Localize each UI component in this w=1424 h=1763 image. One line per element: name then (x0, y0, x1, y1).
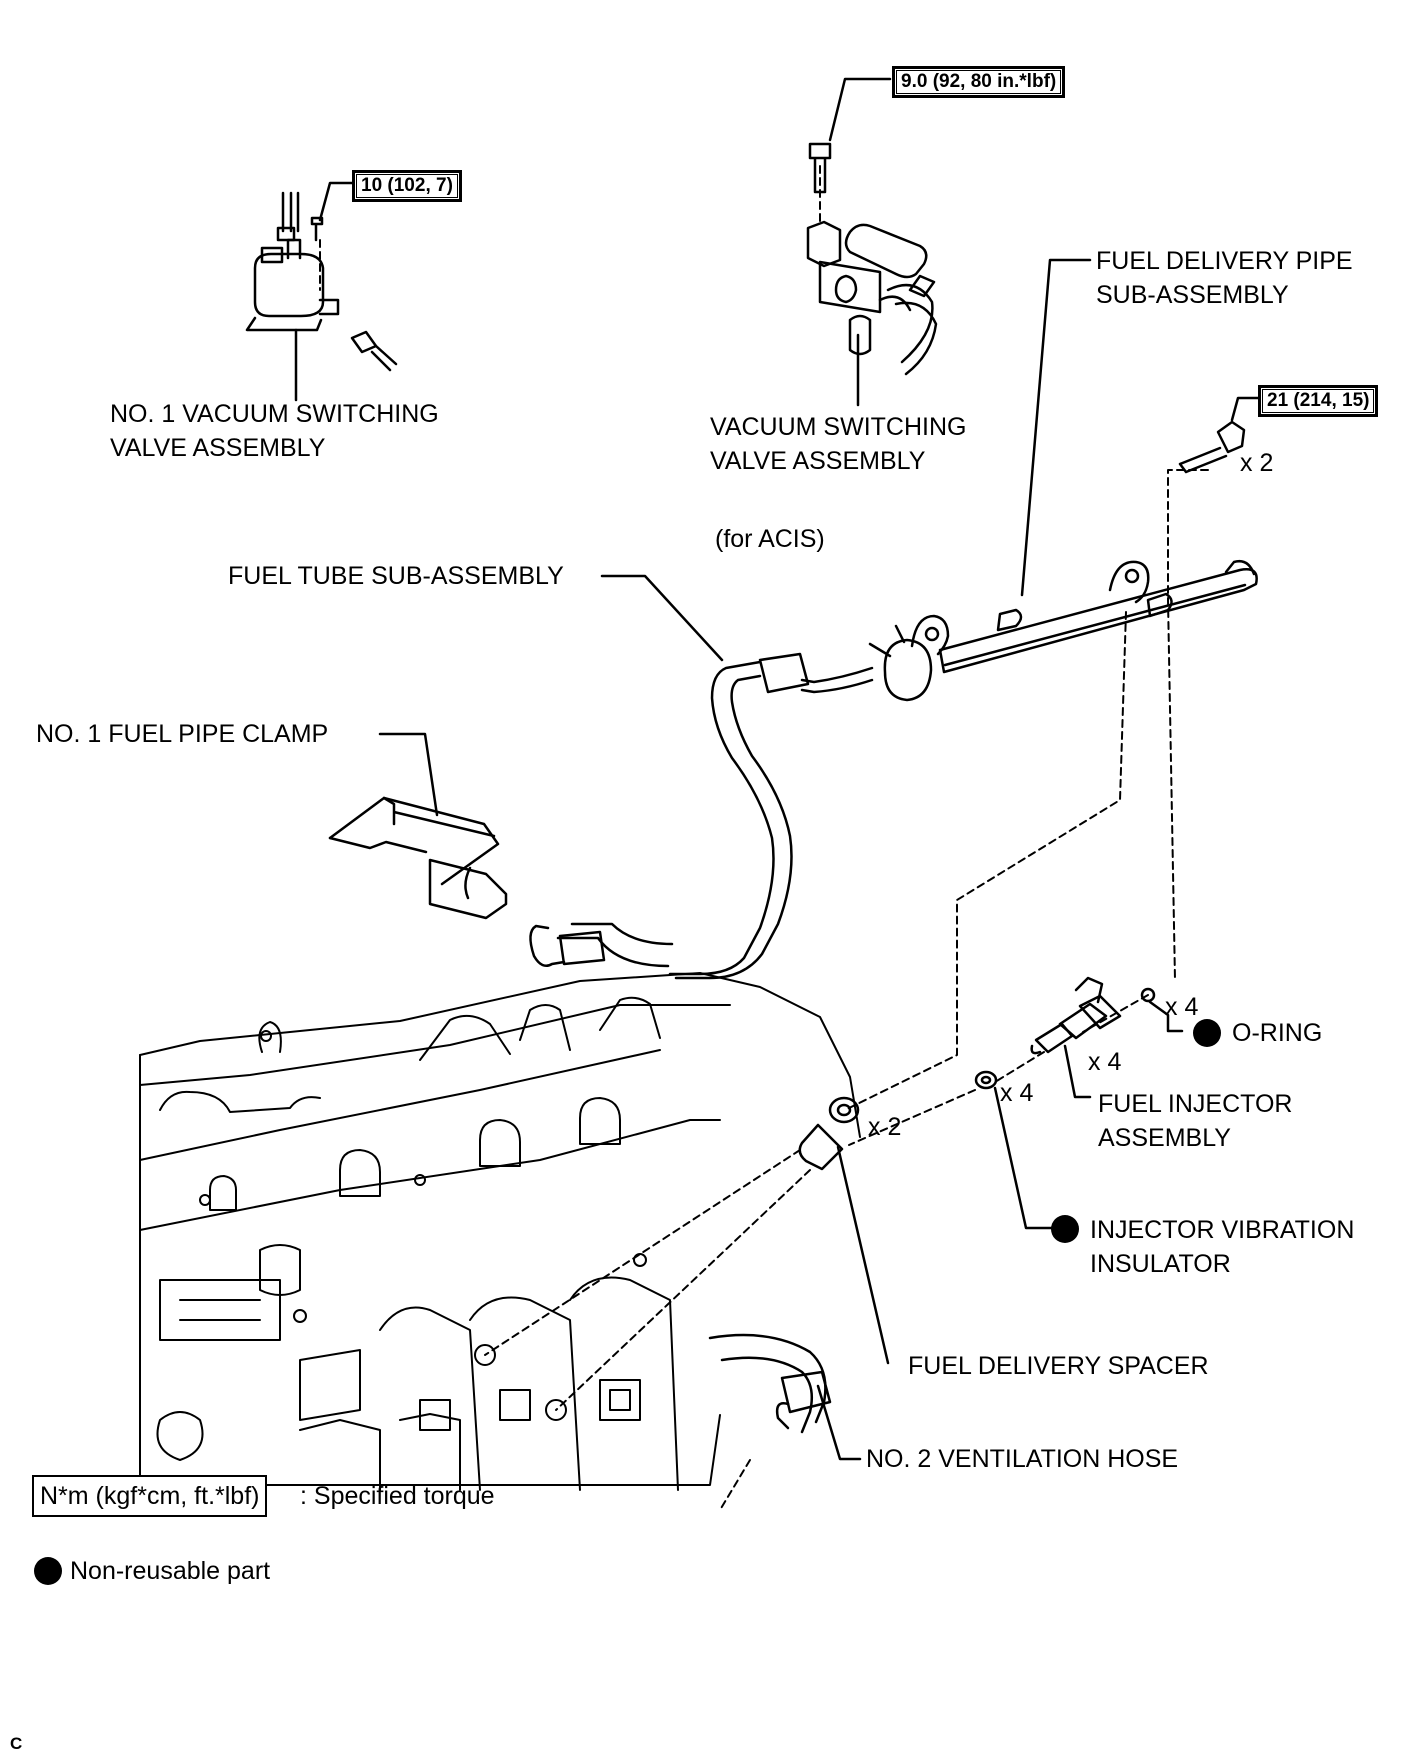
fuel-tube-drawing (529, 624, 933, 980)
non-reusable-dot-insulator (1051, 1215, 1079, 1243)
dashed-assembly-lines (319, 165, 1209, 1511)
fuel-delivery-pipe-drawing (910, 560, 1258, 674)
legend-non-reusable-dot (34, 1557, 62, 1585)
torque-box-vsv: 9.0 (92, 80 in.*lbf) (892, 66, 1066, 98)
delivery-spacer-drawing (798, 1096, 860, 1171)
label-delivery-spacer: FUEL DELIVERY SPACER (908, 1352, 1209, 1380)
qty-spacer: x 2 (868, 1113, 902, 1141)
label-no1-vsv-line1: NO. 1 VACUUM SWITCHING (110, 400, 439, 428)
label-fuel-tube: FUEL TUBE SUB-ASSEMBLY (228, 562, 564, 590)
label-no1-vsv: NO. 1 VACUUM SWITCHING VALVE ASSEMBLY (110, 397, 439, 465)
label-vsv-line2: VALVE ASSEMBLY (710, 447, 926, 475)
delivery-pipe-bolt-drawing (1178, 420, 1246, 474)
vsv-drawing (806, 142, 938, 376)
vibration-insulator-drawing (974, 1070, 998, 1090)
qty-o-ring: x 4 (1165, 993, 1199, 1021)
label-vsv-line1: VACUUM SWITCHING (710, 413, 967, 441)
leader-lines (294, 77, 1260, 1461)
label-no1-vsv-line2: VALVE ASSEMBLY (110, 434, 326, 462)
label-fuel-injector-line1: FUEL INJECTOR (1098, 1090, 1293, 1118)
label-fuel-pipe-clamp: NO. 1 FUEL PIPE CLAMP (36, 720, 329, 748)
label-o-ring: O-RING (1232, 1019, 1323, 1047)
label-ventilation-hose: NO. 2 VENTILATION HOSE (866, 1445, 1179, 1473)
fuel-injector-drawing (1030, 976, 1156, 1055)
torque-box-delivery-pipe: 21 (214, 15) (1258, 385, 1379, 417)
non-reusable-dot-o-ring (1193, 1019, 1221, 1047)
ventilation-hose-drawing (708, 1333, 832, 1434)
legend-non-reusable-text: Non-reusable part (70, 1557, 271, 1585)
label-vibration-insulator-line2: INSULATOR (1090, 1250, 1231, 1278)
legend-torque-text: : Specified torque (300, 1482, 495, 1510)
legend-torque-box: N*m (kgf*cm, ft.*lbf) (32, 1475, 268, 1517)
label-fuel-delivery-pipe-line2: SUB-ASSEMBLY (1096, 281, 1289, 309)
label-vsv: VACUUM SWITCHING VALVE ASSEMBLY (710, 410, 966, 478)
label-fuel-delivery-pipe-line1: FUEL DELIVERY PIPE (1096, 247, 1353, 275)
qty-bolt: x 2 (1240, 449, 1274, 477)
label-for-acis: (for ACIS) (715, 525, 825, 553)
label-fuel-injector: FUEL INJECTOR ASSEMBLY (1098, 1087, 1292, 1155)
fuel-pipe-clamp-drawing (328, 796, 508, 920)
torque-box-no1-vsv: 10 (102, 7) (352, 170, 462, 202)
qty-insulator: x 4 (1000, 1079, 1034, 1107)
label-fuel-delivery-pipe: FUEL DELIVERY PIPE SUB-ASSEMBLY (1096, 244, 1353, 312)
qty-injector: x 4 (1088, 1048, 1122, 1076)
engine-block-drawing (139, 972, 861, 1491)
corner-mark: C (10, 1734, 23, 1753)
label-vibration-insulator: INJECTOR VIBRATION INSULATOR (1090, 1213, 1354, 1281)
no1-vsv-drawing (245, 191, 398, 372)
label-vibration-insulator-line1: INJECTOR VIBRATION (1090, 1216, 1355, 1244)
label-fuel-injector-line2: ASSEMBLY (1098, 1124, 1231, 1152)
